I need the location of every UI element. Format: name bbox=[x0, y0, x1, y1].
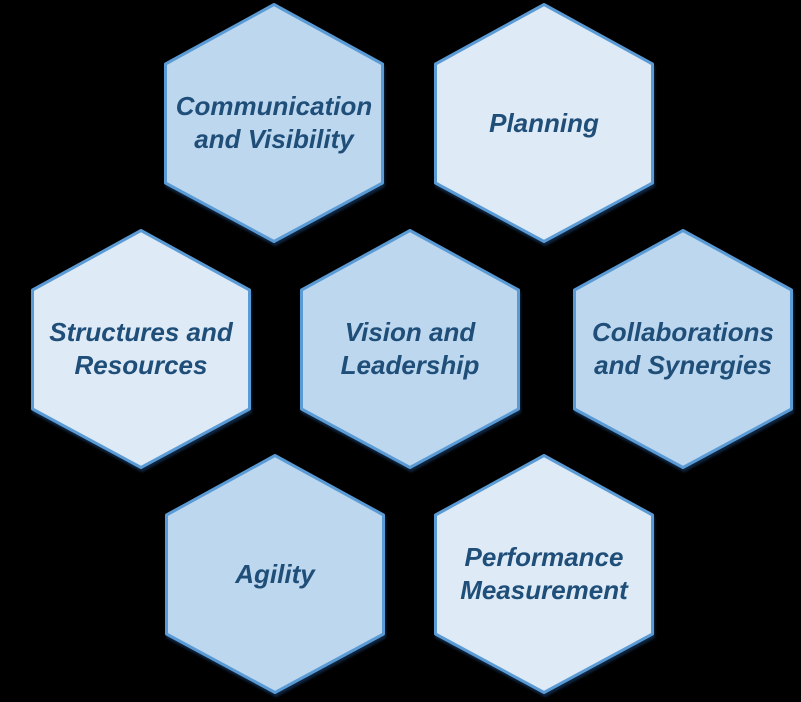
hexagon-label-container: Planning bbox=[433, 2, 655, 244]
hexagon-label-container: Vision and Leadership bbox=[299, 228, 521, 470]
hexagon-label-container: Communication and Visibility bbox=[163, 2, 385, 244]
hexagon-label: Planning bbox=[489, 107, 599, 138]
hexagon-agility: Agility bbox=[164, 453, 386, 695]
hexagon-collaborations-and-synergies: Collaborations and Synergies bbox=[572, 228, 794, 470]
hexagon-polygon bbox=[434, 454, 654, 694]
hexagon-shape bbox=[31, 229, 251, 469]
hexagon-label: Performance Measurement bbox=[460, 542, 628, 605]
hexagon-shape bbox=[300, 229, 520, 469]
hexagon-planning: Planning bbox=[433, 2, 655, 244]
hexagon-shape bbox=[434, 454, 654, 694]
hexagon-polygon bbox=[165, 454, 385, 694]
hexagon-label: Vision and Leadership bbox=[340, 317, 480, 380]
hexagon-shape bbox=[165, 454, 385, 694]
hexagon-polygon bbox=[31, 229, 251, 469]
hexagon-polygon bbox=[300, 229, 520, 469]
hexagon-label: Collaborations and Synergies bbox=[591, 317, 774, 380]
hexagon-label: Communication and Visibility bbox=[175, 91, 373, 154]
hexagon-label-container: Collaborations and Synergies bbox=[572, 228, 794, 470]
hexagon-polygon bbox=[434, 3, 654, 243]
hexagon-label: Agility bbox=[235, 558, 315, 589]
hexagon-structures-and-resources: Structures and Resources bbox=[30, 228, 252, 470]
hexagon-label-container: Performance Measurement bbox=[433, 453, 655, 695]
hexagon-vision-and-leadership: Vision and Leadership bbox=[299, 228, 521, 470]
hexagon-polygon bbox=[164, 3, 384, 243]
hexagon-shape bbox=[573, 229, 793, 469]
hexagon-shape bbox=[434, 3, 654, 243]
hexagon-label-container: Agility bbox=[164, 453, 386, 695]
hexagon-communication-and-visibility: Communication and Visibility bbox=[163, 2, 385, 244]
hexagon-label-container: Structures and Resources bbox=[30, 228, 252, 470]
hexagon-performance-measurement: Performance Measurement bbox=[433, 453, 655, 695]
hexagon-polygon bbox=[573, 229, 793, 469]
hexagon-shape bbox=[164, 3, 384, 243]
hexagon-label: Structures and Resources bbox=[49, 317, 233, 380]
